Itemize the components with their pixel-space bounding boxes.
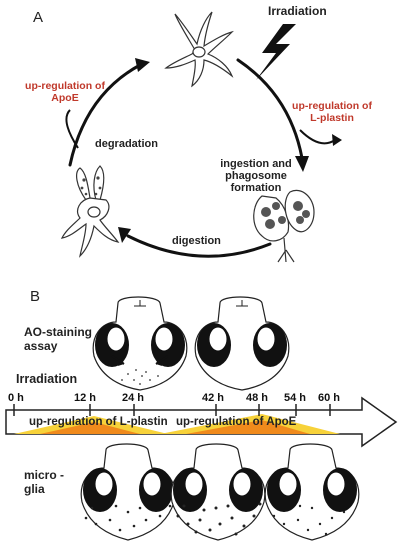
microglia-degrading-icon [60, 165, 120, 258]
arrowhead-degradation [135, 58, 150, 72]
tick-60h: 60 h [318, 392, 341, 404]
arrowhead-lplastin [332, 134, 342, 146]
ao-staining-label: AO-staining assay [24, 325, 92, 353]
tick-24h: 24 h [122, 392, 145, 404]
microglia-resting-icon [164, 11, 234, 88]
larva-head-microglia-1-icon [80, 443, 176, 541]
larva-head-microglia-2-icon [170, 443, 266, 541]
arrow-irradiated-to-ingestion [236, 58, 304, 160]
microglia-label: micro -glia [24, 468, 65, 496]
irradiation-label: Irradiation [268, 4, 327, 18]
up-regulation-apoe-label: up-regulation of ApoE [25, 80, 105, 104]
arrow-digestion [126, 234, 272, 258]
panel-a-label: A [33, 9, 44, 26]
microglia-dots [84, 502, 346, 536]
arrow-lplastin [299, 129, 336, 145]
larva-head-ao-control-icon [194, 296, 290, 391]
band-lplastin-label: up-regulation of L-plastin [29, 416, 168, 428]
tick-54h: 54 h [284, 392, 307, 404]
tick-48h: 48 h [246, 392, 269, 404]
larva-head-ao-irradiated-icon [92, 296, 188, 391]
ingestion-label: ingestion and phagosome formation [220, 158, 292, 194]
tick-12h: 12 h [74, 392, 97, 404]
tick-0h: 0 h [8, 392, 24, 404]
band-apoe-label: up-regulation of ApoE [176, 416, 297, 428]
larva-head-microglia-3-icon [264, 443, 360, 541]
arrow-degradation [68, 63, 142, 167]
microglia-phagocytic-icon [253, 189, 315, 263]
arrowhead-ingestion [295, 156, 309, 172]
degradation-label: degradation [95, 138, 158, 150]
lightning-icon [256, 24, 296, 80]
arrowhead-digestion [118, 227, 131, 243]
digestion-label: digestion [172, 235, 221, 247]
arrow-apoe [65, 109, 79, 149]
irradiation-b-label: Irradiation [16, 372, 78, 386]
up-regulation-lplastin-label: up-regulation of L-plastin [292, 100, 372, 124]
panel-b-label: B [30, 288, 41, 305]
tick-42h: 42 h [202, 392, 225, 404]
